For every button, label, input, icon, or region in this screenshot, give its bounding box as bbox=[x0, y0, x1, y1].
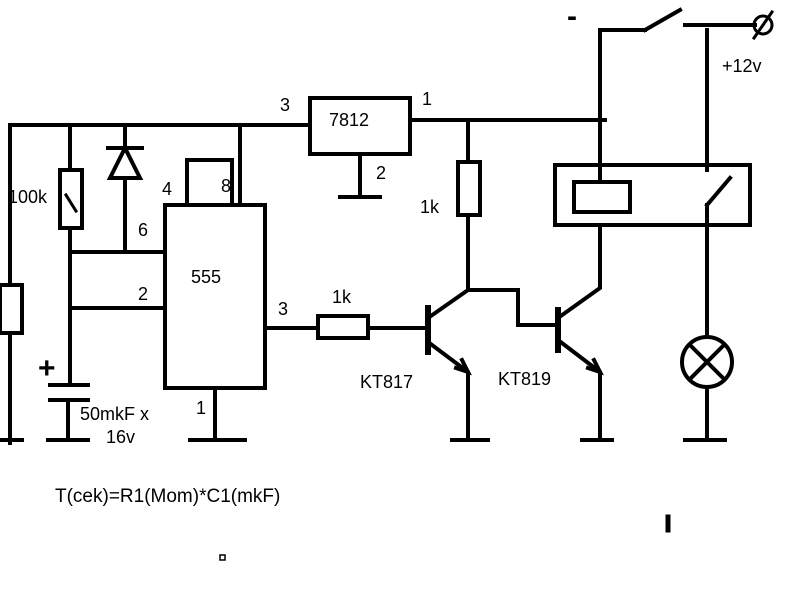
regulator-pin-in: 3 bbox=[280, 95, 291, 115]
collector-resistor-label: 1k bbox=[420, 197, 440, 217]
regulator-pin-gnd: 2 bbox=[376, 163, 387, 183]
timer-pin1: 1 bbox=[196, 398, 207, 418]
left-resistor bbox=[0, 283, 24, 335]
collector-resistor bbox=[456, 160, 482, 217]
regulator-gnd bbox=[338, 152, 382, 199]
regulator-pin-out: 1 bbox=[422, 89, 433, 109]
kt817-collector bbox=[425, 287, 471, 321]
timer-pin2: 2 bbox=[138, 284, 149, 304]
resistor-hatch bbox=[63, 192, 79, 214]
timer-pin8: 8 bbox=[221, 176, 232, 196]
lamp-cross bbox=[687, 342, 727, 382]
capacitor-polarity: + bbox=[38, 352, 56, 385]
supply-terminal bbox=[752, 14, 774, 36]
relay-contact bbox=[704, 28, 733, 342]
supply-wire bbox=[598, 23, 757, 122]
ic-555 bbox=[163, 203, 267, 390]
kt819-collector bbox=[555, 226, 602, 321]
kt819-emitter bbox=[555, 337, 614, 442]
supply-switch bbox=[642, 7, 683, 33]
capacitor-label-2: 16v bbox=[106, 427, 136, 447]
transistor-2-label: KT819 bbox=[498, 369, 552, 389]
lamp-gnd bbox=[683, 385, 727, 442]
timer-pin6: 6 bbox=[138, 220, 149, 240]
transistor-1-label: KT817 bbox=[360, 372, 414, 392]
timer-label: 555 bbox=[191, 267, 222, 287]
relay-coil bbox=[572, 180, 632, 214]
timer-pin4: 4 bbox=[162, 179, 173, 199]
kt817-emitter bbox=[425, 339, 490, 442]
stray-dot bbox=[219, 554, 226, 561]
timing-resistor bbox=[58, 168, 84, 230]
interstage-wire bbox=[466, 288, 560, 327]
regulator-label: 7812 bbox=[329, 110, 370, 130]
timing-resistor-label: 100k bbox=[8, 187, 48, 207]
base-resistor bbox=[316, 314, 370, 340]
kt817-arrow bbox=[453, 357, 472, 376]
diode-symbol bbox=[106, 143, 144, 180]
base-resistor-label: 1k bbox=[332, 287, 352, 307]
timing-formula: T(cek)=R1(Mom)*C1(mkF) bbox=[55, 486, 281, 507]
pin1-wire bbox=[188, 386, 247, 442]
supply-negative: - bbox=[567, 0, 577, 33]
terminal-slash bbox=[751, 9, 775, 41]
pin4-wire bbox=[185, 158, 234, 207]
timer-pin3: 3 bbox=[278, 299, 289, 319]
kt819-arrow bbox=[585, 357, 604, 376]
capacitor-label-1: 50mkF x bbox=[80, 404, 150, 424]
supply-positive: +12v bbox=[722, 56, 762, 76]
